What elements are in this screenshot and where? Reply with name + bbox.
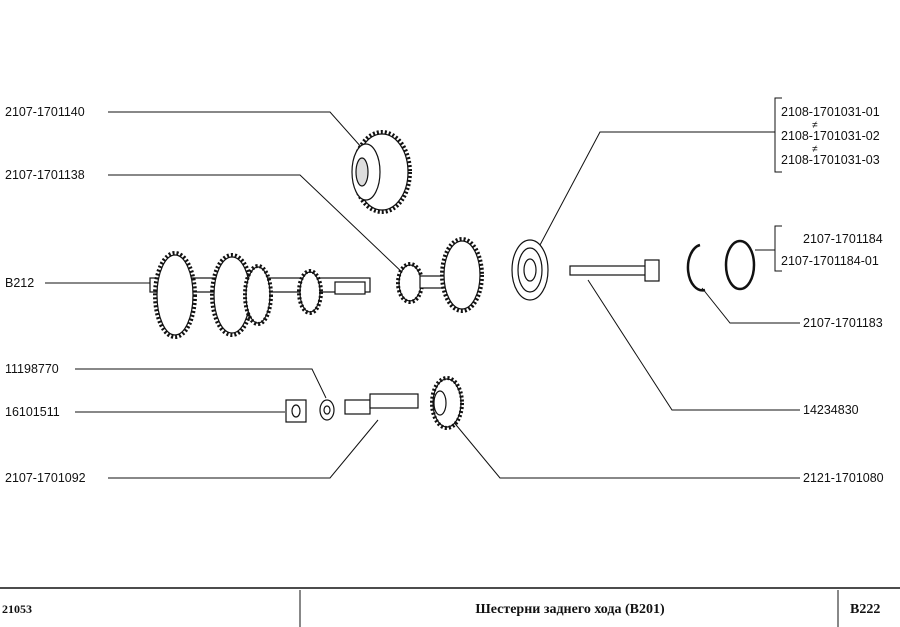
label-bearing-01: 2108-1701031-01 [781, 105, 880, 119]
sheet-code: B222 [850, 602, 880, 617]
model-number: 21053 [2, 602, 32, 616]
shaft-b212 [149, 251, 371, 339]
label-2107-1701092: 2107-1701092 [5, 471, 86, 485]
not-equal-mark: ≠ [812, 120, 818, 131]
circlip [686, 243, 706, 292]
ring [724, 239, 756, 291]
label-circlip: 2107-1701183 [803, 316, 883, 330]
bearing [511, 239, 549, 301]
label-gear-2121: 2121-1701080 [803, 471, 884, 485]
label-2107-1701140: 2107-1701140 [5, 105, 85, 119]
axle [344, 393, 419, 415]
gear-2121-1701080 [430, 376, 464, 430]
label-2107-1701138: 2107-1701138 [5, 168, 85, 182]
gear-2107-1701140 [351, 130, 412, 214]
washer [319, 399, 335, 421]
bolt [569, 259, 660, 282]
not-equal-mark: ≠ [812, 144, 818, 155]
leader-lines [45, 97, 800, 479]
label-bearing-02: 2108-1701031-02 [781, 129, 880, 143]
label-ring: 2107-1701184 [803, 232, 883, 246]
title-block: 21053 Шестерни заднего хода (B201) B222 [0, 587, 900, 627]
label-b212: B212 [5, 276, 34, 290]
label-16101511: 16101511 [5, 405, 60, 419]
label-ring-01: 2107-1701184-01 [781, 254, 879, 268]
gear-2107-1701138 [396, 237, 484, 313]
nut [285, 399, 307, 423]
sheet-title: Шестерни заднего хода (B201) [475, 602, 665, 617]
label-11198770: 11198770 [5, 362, 59, 376]
label-bolt: 14234830 [803, 403, 859, 417]
label-bearing-03: 2108-1701031-03 [781, 153, 880, 167]
